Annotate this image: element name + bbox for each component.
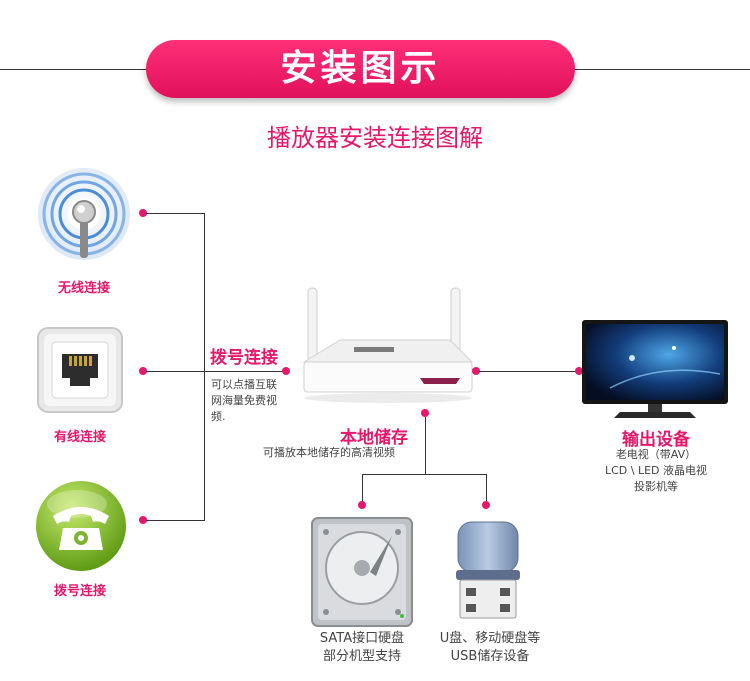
hdd-caption-line-1: SATA接口硬盘 (290, 630, 434, 648)
storage-branch-usb (486, 474, 487, 504)
storage-branch (362, 474, 486, 475)
output-desc: 老电视（带AV） LCD \ LED 液晶电视 投影机等 (580, 447, 732, 495)
usb-caption: U盘、移动硬盘等 USB储存设备 (420, 630, 560, 666)
connector-line-dialup (146, 520, 204, 521)
dialup-desc-line-2: 网海量免费视 (211, 393, 291, 409)
telephone-icon (33, 478, 129, 574)
ethernet-port-icon (36, 326, 124, 414)
connector-trunk (204, 213, 205, 521)
dialup-title: 拨号连接 (210, 343, 278, 368)
output-desc-line-3: 投影机等 (580, 479, 732, 495)
input-label-dialup: 拨号连接 (30, 580, 130, 599)
page-title: 安装图示 (146, 40, 575, 98)
header-rule-right (572, 69, 750, 70)
media-player-device (300, 284, 480, 408)
connector-dot-storage-top (421, 409, 429, 417)
output-desc-line-2: LCD \ LED 液晶电视 (580, 463, 732, 479)
connector-to-router (204, 371, 284, 372)
connector-line-tv (479, 371, 579, 372)
page-subtitle: 播放器安装连接图解 (0, 118, 750, 153)
input-label-ethernet: 有线连接 (30, 426, 130, 445)
usb-caption-line-2: USB储存设备 (420, 648, 560, 666)
usb-drive-icon (450, 518, 526, 622)
dialup-desc-line-1: 可以点播互联 (211, 377, 291, 393)
dialup-desc-line-3: 频. (211, 409, 291, 425)
connector-dot-hdd (358, 501, 366, 509)
dialup-desc: 可以点播互联 网海量免费视 频. (211, 377, 291, 425)
usb-caption-line-1: U盘、移动硬盘等 (420, 630, 560, 648)
hdd-caption-line-2: 部分机型支持 (290, 648, 434, 666)
input-label-wifi: 无线连接 (34, 277, 134, 296)
hard-disk-icon (310, 516, 414, 628)
output-desc-line-1: 老电视（带AV） (580, 447, 732, 463)
connector-dot-router-left (282, 367, 290, 375)
tv-icon (580, 318, 730, 422)
connector-line-ethernet (146, 371, 204, 372)
hdd-caption: SATA接口硬盘 部分机型支持 (290, 630, 434, 666)
wifi-icon (28, 168, 140, 268)
connector-line-wifi (146, 213, 204, 214)
storage-desc: 可播放本地储存的高清视频 (263, 445, 433, 461)
header-rule-left (0, 69, 150, 70)
storage-branch-hdd (362, 474, 363, 504)
connector-dot-usb (482, 501, 490, 509)
